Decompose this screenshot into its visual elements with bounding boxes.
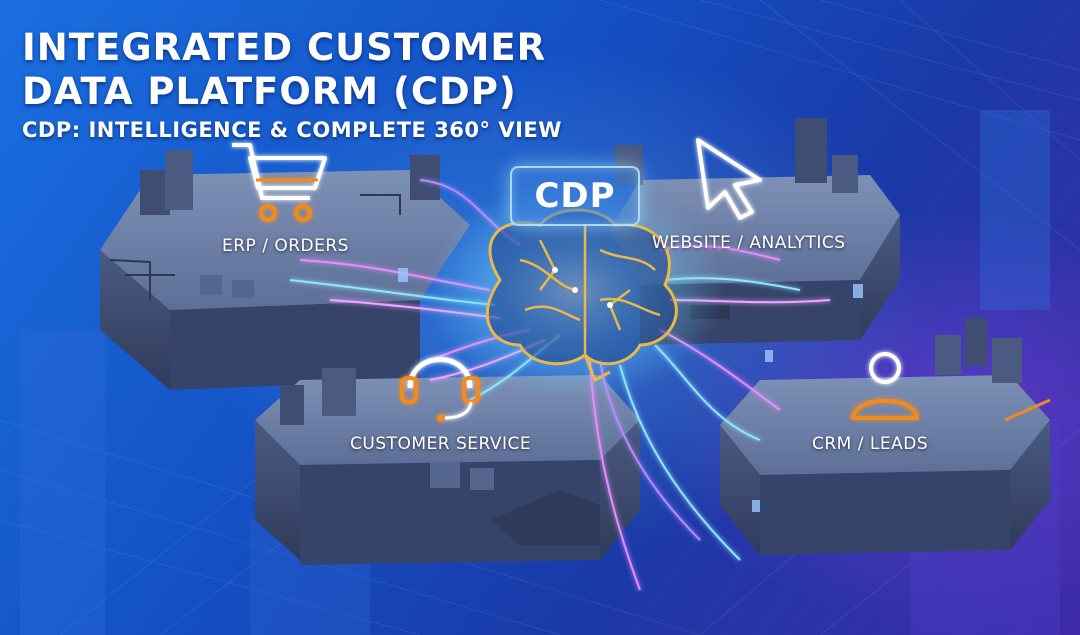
mouse-cursor-icon [696, 138, 762, 220]
shopping-cart-icon [232, 143, 327, 222]
platform-crm [720, 318, 1051, 555]
node-label-website: WEBSITE / ANALYTICS [652, 233, 846, 253]
cdp-hub-badge: CDP [510, 166, 640, 226]
platform-service [255, 368, 640, 565]
headset-icon [400, 357, 480, 422]
title-block: INTEGRATED CUSTOMER DATA PLATFORM (CDP) … [22, 26, 562, 142]
brain-icon [425, 180, 725, 400]
node-label-crm: CRM / LEADS [812, 434, 929, 454]
platform-erp [100, 150, 470, 390]
user-icon [851, 352, 919, 420]
node-label-service: CUSTOMER SERVICE [350, 434, 532, 454]
page-title-line-1: INTEGRATED CUSTOMER [22, 26, 547, 69]
cdp-hub-label: CDP [534, 176, 616, 216]
node-label-erp: ERP / ORDERS [222, 236, 349, 256]
page-title-line-2: DATA PLATFORM (CDP) [22, 70, 517, 113]
data-packets [398, 268, 863, 512]
page-subtitle: CDP: INTELLIGENCE & COMPLETE 360° VIEW [22, 118, 562, 142]
